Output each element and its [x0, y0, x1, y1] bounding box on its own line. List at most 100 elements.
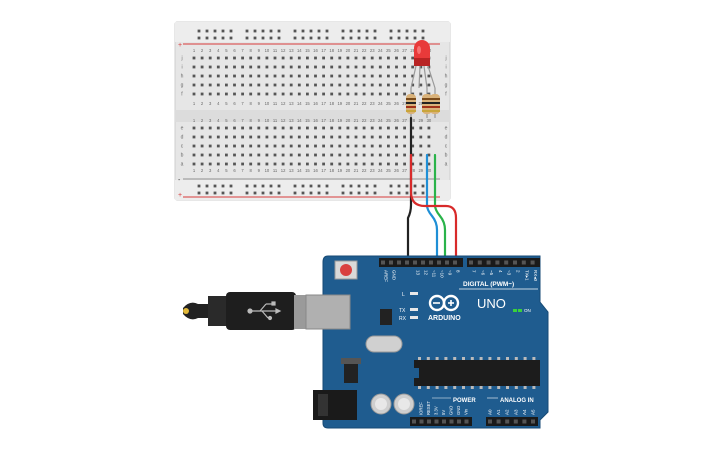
breadboard-hole[interactable] — [208, 153, 212, 157]
power-pin-hole[interactable] — [427, 419, 431, 424]
breadboard-hole[interactable] — [297, 74, 301, 78]
breadboard-hole[interactable] — [241, 74, 244, 78]
breadboard-hole[interactable] — [378, 126, 382, 130]
digital-pin-holes[interactable] — [381, 260, 535, 265]
rail-hole[interactable] — [421, 191, 425, 195]
rail-hole[interactable] — [245, 36, 249, 40]
breadboard-hole[interactable] — [306, 74, 309, 78]
breadboard-hole[interactable] — [322, 144, 325, 148]
breadboard-hole[interactable] — [411, 56, 415, 60]
breadboard-hole[interactable] — [289, 126, 293, 130]
rail-hole[interactable] — [301, 29, 305, 33]
breadboard-hole[interactable] — [297, 135, 301, 139]
breadboard-hole[interactable] — [403, 56, 406, 60]
breadboard-hole[interactable] — [322, 65, 325, 69]
breadboard-hole[interactable] — [427, 74, 431, 78]
breadboard-hole[interactable] — [314, 162, 317, 166]
breadboard-hole[interactable] — [330, 135, 334, 139]
rail-hole[interactable] — [229, 191, 233, 195]
breadboard-hole[interactable] — [322, 162, 325, 166]
rail-hole[interactable] — [269, 29, 273, 33]
wire-green[interactable] — [433, 153, 447, 264]
rail-hole[interactable] — [229, 184, 233, 188]
rail-hole[interactable] — [341, 184, 345, 188]
rail-hole[interactable] — [269, 191, 273, 195]
breadboard-hole[interactable] — [419, 83, 423, 87]
resistor-2[interactable] — [422, 88, 432, 118]
rail-hole[interactable] — [261, 184, 265, 188]
power-pin-hole[interactable] — [464, 419, 469, 424]
breadboard-hole[interactable] — [314, 65, 317, 69]
digital-pin-hole[interactable] — [405, 260, 409, 265]
digital-pin-hole[interactable] — [486, 260, 491, 265]
breadboard-hole[interactable] — [281, 126, 285, 130]
analog-pin-hole[interactable] — [488, 419, 492, 424]
breadboard-hole[interactable] — [370, 92, 374, 96]
breadboard-hole[interactable] — [192, 74, 196, 78]
breadboard-hole[interactable] — [233, 135, 236, 139]
breadboard-hole[interactable] — [330, 56, 334, 60]
power-pin-hole[interactable] — [434, 419, 439, 424]
breadboard-hole[interactable] — [257, 153, 261, 157]
breadboard-hole[interactable] — [257, 162, 261, 166]
breadboard-hole[interactable] — [322, 135, 325, 139]
digital-pin-hole[interactable] — [453, 260, 457, 265]
breadboard-hole[interactable] — [208, 56, 212, 60]
breadboard-hole[interactable] — [403, 153, 406, 157]
breadboard-hole[interactable] — [387, 74, 390, 78]
breadboard-hole[interactable] — [273, 83, 277, 87]
breadboard-hole[interactable] — [378, 135, 382, 139]
breadboard-hole[interactable] — [395, 135, 398, 139]
breadboard-hole[interactable] — [338, 74, 342, 78]
breadboard-hole[interactable] — [362, 126, 366, 130]
breadboard-hole[interactable] — [387, 126, 390, 130]
breadboard-hole[interactable] — [281, 92, 285, 96]
breadboard-hole[interactable] — [338, 126, 342, 130]
breadboard-hole[interactable] — [257, 56, 261, 60]
digital-pin-hole[interactable] — [469, 260, 473, 265]
rail-hole[interactable] — [269, 184, 273, 188]
rail-hole[interactable] — [253, 191, 257, 195]
rail-hole[interactable] — [245, 191, 249, 195]
digital-pin-hole[interactable] — [477, 260, 482, 265]
rail-hole[interactable] — [253, 36, 257, 40]
rail-hole[interactable] — [357, 191, 361, 195]
breadboard-hole[interactable] — [233, 65, 236, 69]
breadboard-hole[interactable] — [257, 126, 261, 130]
wires[interactable] — [406, 116, 458, 264]
rail-hole[interactable] — [293, 191, 297, 195]
rail-hole[interactable] — [213, 191, 217, 195]
breadboard-hole[interactable] — [281, 144, 285, 148]
rail-hole[interactable] — [349, 184, 353, 188]
breadboard-hole[interactable] — [306, 65, 309, 69]
breadboard-hole[interactable] — [281, 74, 285, 78]
breadboard-hole[interactable] — [314, 153, 317, 157]
breadboard-hole[interactable] — [225, 74, 228, 78]
breadboard-hole[interactable] — [346, 162, 350, 166]
rail-hole[interactable] — [389, 29, 393, 33]
rail-hole[interactable] — [213, 36, 217, 40]
rail-hole[interactable] — [365, 191, 369, 195]
breadboard-hole[interactable] — [216, 135, 220, 139]
breadboard-hole[interactable] — [281, 56, 285, 60]
breadboard-hole[interactable] — [289, 92, 293, 96]
breadboard-hole[interactable] — [249, 56, 253, 60]
breadboard-hole[interactable] — [411, 74, 415, 78]
breadboard-hole[interactable] — [387, 83, 390, 87]
breadboard-hole[interactable] — [346, 92, 350, 96]
breadboard-hole[interactable] — [370, 83, 374, 87]
breadboard-hole[interactable] — [297, 92, 301, 96]
breadboard-hole[interactable] — [241, 92, 244, 96]
breadboard-hole[interactable] — [289, 153, 293, 157]
breadboard-hole[interactable] — [225, 56, 228, 60]
analog-pin-hole[interactable] — [513, 419, 518, 424]
power-pin-hole[interactable] — [412, 419, 416, 424]
digital-pin-hole[interactable] — [397, 260, 401, 265]
breadboard-hole[interactable] — [338, 56, 342, 60]
rail-hole[interactable] — [405, 184, 409, 188]
breadboard-hole[interactable] — [370, 153, 374, 157]
breadboard-hole[interactable] — [265, 83, 269, 87]
rail-hole[interactable] — [205, 36, 209, 40]
breadboard-hole[interactable] — [354, 135, 358, 139]
digital-pin-hole[interactable] — [429, 260, 433, 265]
